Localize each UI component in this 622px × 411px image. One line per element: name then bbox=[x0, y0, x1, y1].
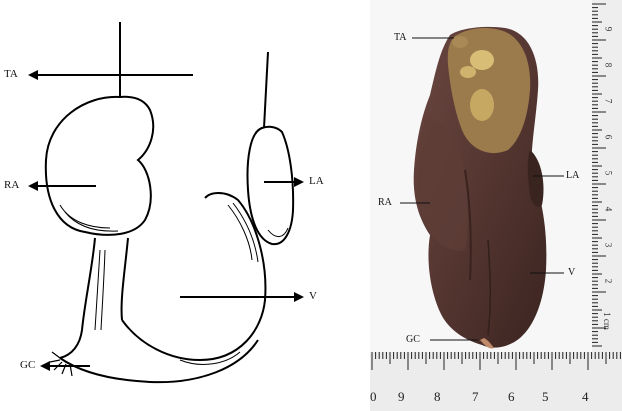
photo-label-gc: GC bbox=[406, 335, 420, 345]
ta-arrow-head bbox=[28, 70, 38, 80]
side-ruler-number: 4 bbox=[603, 207, 613, 212]
diagram-label-la: LA bbox=[309, 176, 324, 187]
photo-label-ra: RA bbox=[378, 198, 392, 208]
diagram-label-gc: GC bbox=[20, 360, 35, 371]
photo-label-la: LA bbox=[566, 171, 579, 181]
vessel-left-edge bbox=[60, 238, 95, 358]
ventricle-outline bbox=[122, 193, 265, 360]
ra-arrow-head bbox=[28, 181, 38, 191]
la-vertical-line bbox=[264, 52, 268, 128]
la-arrow-head bbox=[294, 177, 304, 187]
photo-label-ta: TA bbox=[394, 33, 407, 43]
schematic-diagram: TA RA LA V GC bbox=[0, 0, 370, 411]
side-ruler-number: 5 bbox=[603, 171, 613, 176]
la-outline bbox=[248, 127, 294, 244]
side-ruler-number: 6 bbox=[603, 135, 613, 140]
vessel-right-edge bbox=[122, 238, 128, 320]
ruler-number: 5 bbox=[542, 389, 549, 405]
v-arrow-head bbox=[294, 292, 304, 302]
specimen-photo-art bbox=[370, 0, 622, 411]
diagram-label-v: V bbox=[309, 291, 317, 302]
ruler-number: 8 bbox=[434, 389, 441, 405]
heart-outline-drawing bbox=[0, 0, 370, 411]
side-ruler-number: 2 bbox=[603, 279, 613, 284]
ruler-number: 7 bbox=[472, 389, 479, 405]
diagram-label-ra: RA bbox=[4, 180, 19, 191]
side-ruler-number: 7 bbox=[603, 99, 613, 104]
ra-outline bbox=[46, 97, 153, 235]
photo-label-v: V bbox=[568, 268, 575, 278]
side-ruler-number: 8 bbox=[603, 63, 613, 68]
side-ruler-number: 9 bbox=[603, 27, 613, 32]
side-ruler-number: 1 cm bbox=[602, 312, 612, 330]
specimen-photo: TA RA LA V GC 0 9 8 7 6 5 4 9 8 7 6 5 4 … bbox=[370, 0, 622, 411]
ventricle-bottom bbox=[60, 340, 258, 382]
ruler-number: 4 bbox=[582, 389, 589, 405]
diagram-label-ta: TA bbox=[4, 69, 18, 80]
side-ruler-number: 3 bbox=[603, 243, 613, 248]
ruler-number: 0 bbox=[370, 389, 377, 405]
ruler-number: 9 bbox=[398, 389, 405, 405]
gc-arrow-head bbox=[40, 361, 50, 371]
ruler-number: 6 bbox=[508, 389, 515, 405]
